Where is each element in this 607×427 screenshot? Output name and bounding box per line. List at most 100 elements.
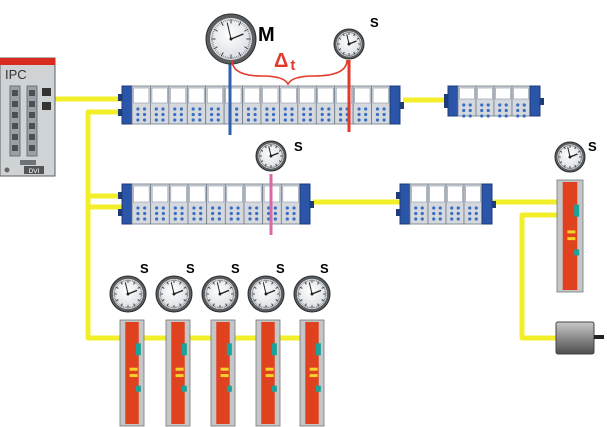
terminal-module-window — [447, 185, 463, 203]
clock-tick — [578, 149, 580, 151]
clock-tick — [181, 304, 183, 306]
clock-tick — [319, 304, 321, 306]
terminal-contact — [468, 114, 472, 118]
clock-tick — [317, 303, 320, 307]
terminal-contact — [327, 112, 331, 117]
clock-tick — [277, 146, 279, 148]
terminal-contact — [414, 211, 418, 216]
clock-tick — [230, 285, 232, 287]
terminal-contact — [136, 118, 140, 122]
terminal-contact — [253, 107, 257, 111]
terminal-contact — [136, 107, 140, 111]
ipc-port-bar — [20, 160, 36, 165]
terminal-contact — [199, 211, 203, 216]
clock-tick — [563, 164, 566, 168]
clock-tick — [208, 285, 210, 287]
clock-tick — [301, 302, 303, 304]
clock-tick — [241, 53, 243, 56]
clock-tick — [118, 303, 120, 305]
io-terminal-block-main — [118, 85, 404, 125]
terminal-contact — [180, 206, 184, 210]
terminal-contact — [468, 108, 472, 113]
clock-tick — [577, 161, 581, 164]
clock-tick — [222, 20, 224, 23]
terminal-contact — [285, 211, 289, 216]
drive-front-panel — [216, 322, 230, 424]
terminal-contact — [179, 118, 183, 122]
clock-tick — [356, 37, 360, 40]
clock-tick — [261, 147, 264, 149]
terminal-contact — [273, 217, 277, 221]
terminal-contact — [154, 112, 158, 117]
terminal-contact — [498, 103, 502, 107]
clock-tick — [275, 302, 277, 304]
terminal-contact — [308, 112, 312, 117]
clock-tick — [561, 147, 563, 150]
terminal-contact — [246, 118, 251, 122]
terminal-contact — [210, 107, 214, 111]
terminal-contact — [486, 103, 490, 107]
clock-tick — [139, 287, 142, 289]
terminal-contact — [191, 118, 195, 122]
clock-tick — [263, 164, 265, 166]
drive-status-led — [181, 343, 187, 356]
clocks — [109, 13, 586, 313]
terminal-contact — [271, 112, 276, 117]
terminal-contact — [283, 107, 287, 111]
slave-label: S — [276, 261, 285, 276]
drive-display — [567, 237, 576, 241]
terminal-port-icon — [540, 98, 544, 105]
terminal-contact — [327, 107, 331, 111]
drive-status-led — [574, 249, 580, 256]
clock-tick — [278, 146, 280, 149]
terminal-contact — [136, 217, 140, 221]
terminal-contact — [216, 118, 220, 122]
clock-tick — [119, 282, 121, 284]
terminal-contact — [308, 118, 312, 122]
terminal-module-window — [133, 87, 150, 104]
clock-pivot — [229, 37, 233, 41]
clock-tick — [181, 282, 183, 284]
drive-display — [265, 374, 274, 378]
clock-tick — [305, 305, 307, 308]
clock-tick — [261, 163, 264, 165]
clock-hour-hand — [230, 33, 244, 40]
clock-tick — [279, 148, 281, 150]
terminal-port-icon — [396, 209, 400, 216]
clock-pivot — [269, 154, 273, 158]
io-terminal-block-lower — [118, 183, 314, 225]
io-terminal-block-right — [444, 85, 544, 118]
clock-tick — [137, 284, 139, 286]
ethernet-port-icon — [42, 102, 51, 110]
clock-tick — [212, 303, 215, 307]
ipc-slot-led — [29, 145, 35, 151]
clock-tick — [274, 283, 276, 285]
clock-tick — [321, 299, 325, 302]
terminal-contact — [480, 103, 484, 107]
clock-tick — [300, 301, 302, 303]
terminal-contact — [516, 108, 520, 113]
terminal-contact — [456, 206, 460, 210]
ipc-top-stripe — [0, 58, 55, 65]
clock-pivot — [568, 155, 572, 159]
clock-tick — [274, 303, 276, 305]
clock-tick — [244, 50, 247, 53]
terminal-module-window — [189, 185, 206, 203]
terminal-contact — [143, 217, 147, 221]
clock-hour-hand — [127, 289, 138, 295]
clock-tick — [119, 304, 121, 306]
terminal-end-cap — [389, 85, 401, 125]
clock-pivot — [264, 292, 268, 296]
clock-tick — [115, 299, 119, 302]
clock-tick — [298, 287, 301, 289]
drive-front-panel — [562, 182, 578, 290]
clock-tick — [319, 282, 321, 284]
drive-display — [175, 374, 184, 378]
clock-tick — [560, 164, 563, 166]
terminal-contact — [364, 107, 368, 111]
clock-tick — [278, 163, 281, 165]
clock-tick — [576, 147, 578, 149]
terminal-port-icon — [118, 192, 122, 199]
